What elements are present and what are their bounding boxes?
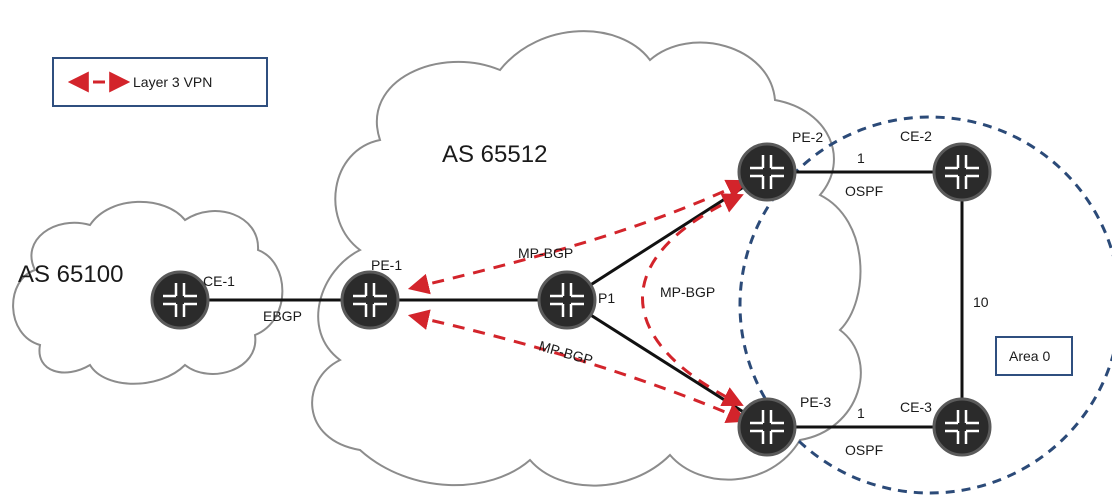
vpn-pe1-pe3 xyxy=(407,309,748,423)
label-cost-top: 1 xyxy=(857,150,865,166)
customer-cloud xyxy=(12,200,284,385)
router-ce1[interactable] xyxy=(150,270,210,330)
label-ebgp: EBGP xyxy=(263,308,302,324)
label-ce3: CE-3 xyxy=(900,399,932,415)
label-ce2: CE-2 xyxy=(900,128,932,144)
customer-as-label: AS 65100 xyxy=(18,261,123,288)
label-mpbgp-mid: MP-BGP xyxy=(660,284,715,300)
label-cost-right: 10 xyxy=(973,294,989,310)
legend: Layer 3 VPN xyxy=(52,57,268,107)
area-0-box: Area 0 xyxy=(995,336,1073,376)
label-ospf-bottom: OSPF xyxy=(845,442,883,458)
label-ce1: CE-1 xyxy=(203,273,235,289)
router-ce3[interactable] xyxy=(932,397,992,457)
vpn-pe2-pe3 xyxy=(641,193,744,406)
label-cost-bottom: 1 xyxy=(857,405,865,421)
area-label: Area 0 xyxy=(1009,348,1050,364)
router-pe1[interactable] xyxy=(340,270,400,330)
legend-label: Layer 3 VPN xyxy=(133,74,212,90)
label-mpbgp-top: MP-BGP xyxy=(518,245,573,261)
label-p1: P1 xyxy=(598,290,615,306)
router-pe3[interactable] xyxy=(737,397,797,457)
router-ce2[interactable] xyxy=(932,142,992,202)
vpn-pe1-pe2 xyxy=(407,179,748,295)
label-pe2: PE-2 xyxy=(792,129,823,145)
router-pe2[interactable] xyxy=(737,142,797,202)
label-ospf-top: OSPF xyxy=(845,183,883,199)
provider-as-label: AS 65512 xyxy=(442,141,547,168)
label-pe1: PE-1 xyxy=(371,257,402,273)
vpn-sessions xyxy=(407,179,748,423)
router-p1[interactable] xyxy=(537,270,597,330)
label-pe3: PE-3 xyxy=(800,394,831,410)
